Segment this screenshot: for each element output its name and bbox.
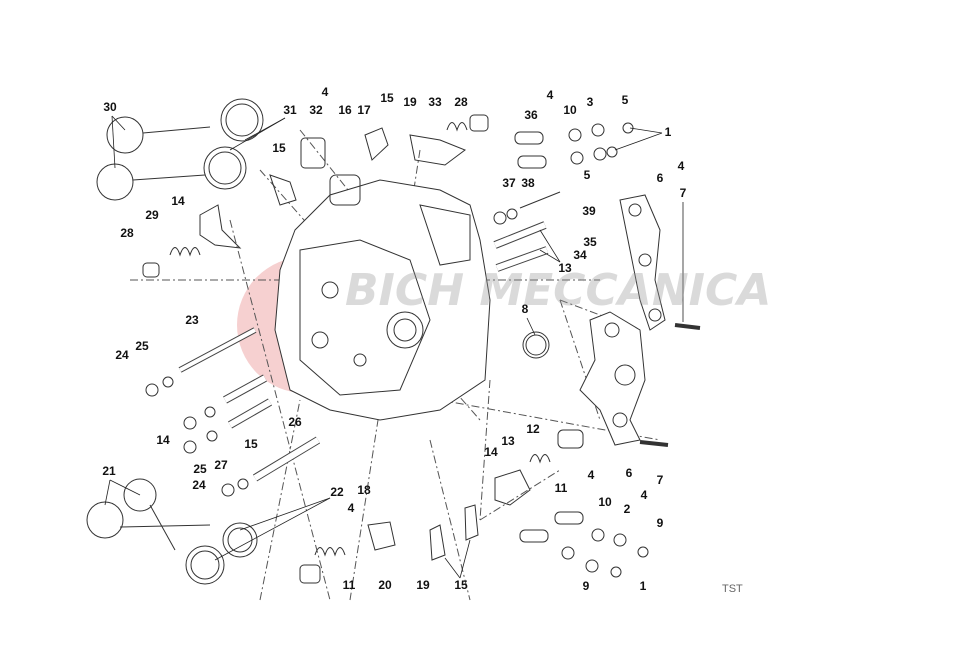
callout-label: 19	[416, 578, 430, 592]
callout-label: 9	[656, 516, 664, 530]
callout-label: 6	[656, 171, 664, 185]
callout-label: 32	[309, 103, 323, 117]
callout-label: 4	[587, 468, 595, 482]
callout-label: 34	[573, 248, 587, 262]
callout-label: 15	[454, 578, 468, 592]
callout-label: 25	[135, 339, 149, 353]
callout-label: 31	[283, 103, 297, 117]
drawing-code: TST	[722, 583, 743, 595]
callout-label: 20	[378, 578, 392, 592]
callout-label: 37	[502, 176, 516, 190]
callout-label: 30	[103, 100, 117, 114]
callout-label: 4	[321, 85, 329, 99]
callout-label: 3	[586, 95, 594, 109]
callout-label: 29	[145, 208, 159, 222]
callout-label: 6	[625, 466, 633, 480]
callout-label: 38	[521, 176, 535, 190]
callout-label: 24	[192, 478, 206, 492]
callout-label: 14	[484, 445, 498, 459]
callout-label: 10	[563, 103, 577, 117]
callout-label: 1	[639, 579, 647, 593]
callout-label: 14	[171, 194, 185, 208]
callout-label: 16	[338, 103, 352, 117]
callout-label: 2	[623, 502, 631, 516]
watermark-text: BICH MECCANICA	[345, 265, 772, 316]
callout-label: 35	[583, 235, 597, 249]
callout-label: 9	[582, 579, 590, 593]
callout-label: 39	[582, 204, 596, 218]
callout-label: 25	[193, 462, 207, 476]
callout-label: 10	[598, 495, 612, 509]
callout-label: 26	[288, 415, 302, 429]
callout-label: 4	[677, 159, 685, 173]
callout-label: 4	[347, 501, 355, 515]
callout-label: 27	[214, 458, 228, 472]
callout-label: 4	[546, 88, 554, 102]
callout-label: 5	[583, 168, 591, 182]
callout-label: 24	[115, 348, 129, 362]
callout-label: 15	[380, 91, 394, 105]
callout-label: 5	[621, 93, 629, 107]
callout-label: 17	[357, 103, 371, 117]
callout-label: 4	[640, 488, 648, 502]
callout-label: 23	[185, 313, 199, 327]
callout-label: 12	[526, 422, 540, 436]
callout-label: 22	[330, 485, 344, 499]
callout-label: 28	[454, 95, 468, 109]
callout-label: 36	[524, 108, 538, 122]
callout-label: 7	[656, 473, 664, 487]
callout-label: 11	[342, 578, 356, 592]
callout-label: 13	[501, 434, 515, 448]
callout-label: 15	[244, 437, 258, 451]
callout-label: 8	[521, 302, 529, 316]
callout-label: 21	[102, 464, 116, 478]
callout-label: 1	[664, 125, 672, 139]
callout-label: 15	[272, 141, 286, 155]
callout-label: 33	[428, 95, 442, 109]
callout-label: 18	[357, 483, 371, 497]
callout-label: 19	[403, 95, 417, 109]
callout-label: 7	[679, 186, 687, 200]
callout-label: 11	[554, 481, 568, 495]
callout-label: 13	[558, 261, 572, 275]
callout-label: 14	[156, 433, 170, 447]
callout-label: 28	[120, 226, 134, 240]
